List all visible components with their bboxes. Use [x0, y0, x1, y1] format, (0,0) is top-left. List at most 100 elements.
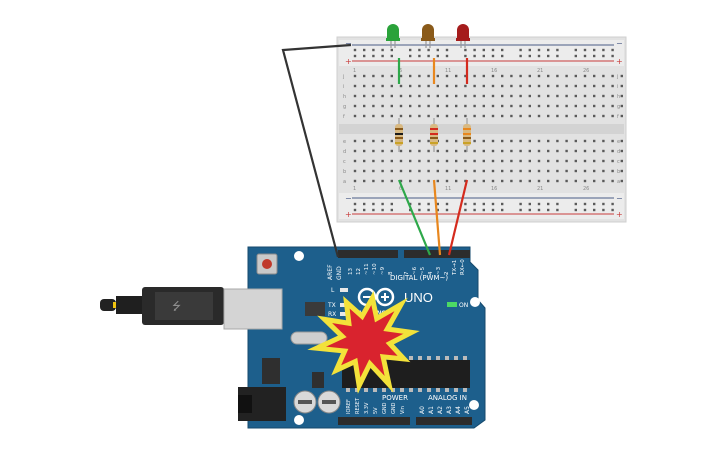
- breadboard-hole[interactable]: [565, 149, 568, 153]
- analog-header[interactable]: [416, 417, 472, 425]
- breadboard-hole[interactable]: [436, 179, 439, 183]
- breadboard-hole[interactable]: [528, 114, 531, 118]
- breadboard-hole[interactable]: [390, 84, 393, 88]
- rail-hole[interactable]: [464, 54, 467, 58]
- breadboard-hole[interactable]: [482, 104, 485, 108]
- breadboard-hole[interactable]: [473, 74, 476, 78]
- breadboard-hole[interactable]: [473, 104, 476, 108]
- breadboard-hole[interactable]: [409, 159, 412, 163]
- rail-hole[interactable]: [445, 208, 449, 212]
- breadboard-hole[interactable]: [501, 104, 504, 108]
- breadboard-hole[interactable]: [519, 149, 522, 153]
- breadboard-hole[interactable]: [556, 114, 559, 118]
- breadboard-hole[interactable]: [473, 84, 476, 88]
- breadboard-hole[interactable]: [399, 169, 403, 173]
- breadboard-hole[interactable]: [583, 84, 587, 88]
- rail-hole[interactable]: [464, 48, 467, 52]
- breadboard-hole[interactable]: [593, 84, 596, 88]
- breadboard-hole[interactable]: [390, 169, 393, 173]
- rail-hole[interactable]: [372, 54, 375, 58]
- breadboard-hole[interactable]: [611, 114, 614, 118]
- breadboard-hole[interactable]: [409, 104, 412, 108]
- breadboard-hole[interactable]: [537, 169, 541, 173]
- rail-hole[interactable]: [583, 208, 587, 212]
- breadboard-hole[interactable]: [427, 84, 430, 88]
- breadboard-hole[interactable]: [528, 104, 531, 108]
- breadboard-hole[interactable]: [501, 149, 504, 153]
- breadboard-hole[interactable]: [537, 94, 541, 98]
- breadboard-hole[interactable]: [381, 179, 384, 183]
- breadboard-hole[interactable]: [390, 94, 393, 98]
- breadboard-hole[interactable]: [436, 114, 439, 118]
- breadboard-hole[interactable]: [620, 139, 623, 143]
- breadboard-hole[interactable]: [436, 94, 439, 98]
- rail-hole[interactable]: [381, 54, 384, 58]
- breadboard-hole[interactable]: [583, 114, 587, 118]
- breadboard-hole[interactable]: [583, 169, 587, 173]
- breadboard-hole[interactable]: [464, 114, 467, 118]
- breadboard-hole[interactable]: [547, 179, 550, 183]
- breadboard-hole[interactable]: [399, 74, 403, 78]
- wire-red-pin[interactable]: [447, 179, 469, 256]
- breadboard-hole[interactable]: [510, 179, 513, 183]
- breadboard-hole[interactable]: [491, 74, 495, 78]
- breadboard-hole[interactable]: [602, 149, 605, 153]
- breadboard-hole[interactable]: [583, 149, 587, 153]
- breadboard-hole[interactable]: [418, 84, 421, 88]
- rail-hole[interactable]: [390, 54, 393, 58]
- breadboard-hole[interactable]: [455, 74, 458, 78]
- breadboard-hole[interactable]: [528, 84, 531, 88]
- rail-hole[interactable]: [519, 202, 522, 206]
- breadboard-hole[interactable]: [491, 149, 495, 153]
- breadboard-hole[interactable]: [455, 114, 458, 118]
- breadboard-hole[interactable]: [593, 104, 596, 108]
- breadboard-hole[interactable]: [510, 94, 513, 98]
- led[interactable]: [421, 24, 435, 48]
- rail-hole[interactable]: [547, 208, 550, 212]
- rail-hole[interactable]: [593, 54, 596, 58]
- rail-hole[interactable]: [583, 48, 587, 52]
- breadboard-hole[interactable]: [363, 104, 366, 108]
- breadboard-hole[interactable]: [409, 149, 412, 153]
- breadboard-hole[interactable]: [482, 159, 485, 163]
- breadboard-hole[interactable]: [399, 104, 403, 108]
- breadboard-hole[interactable]: [409, 84, 412, 88]
- breadboard-hole[interactable]: [537, 114, 541, 118]
- breadboard-hole[interactable]: [574, 114, 577, 118]
- rail-hole[interactable]: [372, 208, 375, 212]
- breadboard-hole[interactable]: [363, 84, 366, 88]
- breadboard-hole[interactable]: [501, 114, 504, 118]
- rail-hole[interactable]: [353, 48, 357, 52]
- breadboard-hole[interactable]: [399, 179, 403, 183]
- breadboard-hole[interactable]: [473, 114, 476, 118]
- breadboard-hole[interactable]: [381, 104, 384, 108]
- breadboard-hole[interactable]: [473, 169, 476, 173]
- breadboard-hole[interactable]: [547, 104, 550, 108]
- breadboard-hole[interactable]: [353, 179, 357, 183]
- breadboard-hole[interactable]: [455, 104, 458, 108]
- breadboard-hole[interactable]: [464, 159, 467, 163]
- rail-hole[interactable]: [427, 208, 430, 212]
- breadboard-hole[interactable]: [620, 74, 623, 78]
- breadboard-hole[interactable]: [556, 149, 559, 153]
- rail-hole[interactable]: [409, 208, 412, 212]
- breadboard-hole[interactable]: [620, 179, 623, 183]
- breadboard-hole[interactable]: [583, 74, 587, 78]
- rail-hole[interactable]: [372, 202, 375, 206]
- breadboard-hole[interactable]: [473, 149, 476, 153]
- breadboard-hole[interactable]: [501, 179, 504, 183]
- breadboard-hole[interactable]: [363, 149, 366, 153]
- breadboard-hole[interactable]: [482, 149, 485, 153]
- breadboard-hole[interactable]: [436, 74, 439, 78]
- breadboard-hole[interactable]: [574, 74, 577, 78]
- breadboard-hole[interactable]: [574, 84, 577, 88]
- rail-hole[interactable]: [574, 208, 577, 212]
- resistors[interactable]: [395, 118, 471, 152]
- breadboard-hole[interactable]: [602, 74, 605, 78]
- breadboard-hole[interactable]: [556, 94, 559, 98]
- breadboard-hole[interactable]: [574, 169, 577, 173]
- breadboard-hole[interactable]: [482, 179, 485, 183]
- breadboard-hole[interactable]: [418, 114, 421, 118]
- breadboard-hole[interactable]: [445, 179, 449, 183]
